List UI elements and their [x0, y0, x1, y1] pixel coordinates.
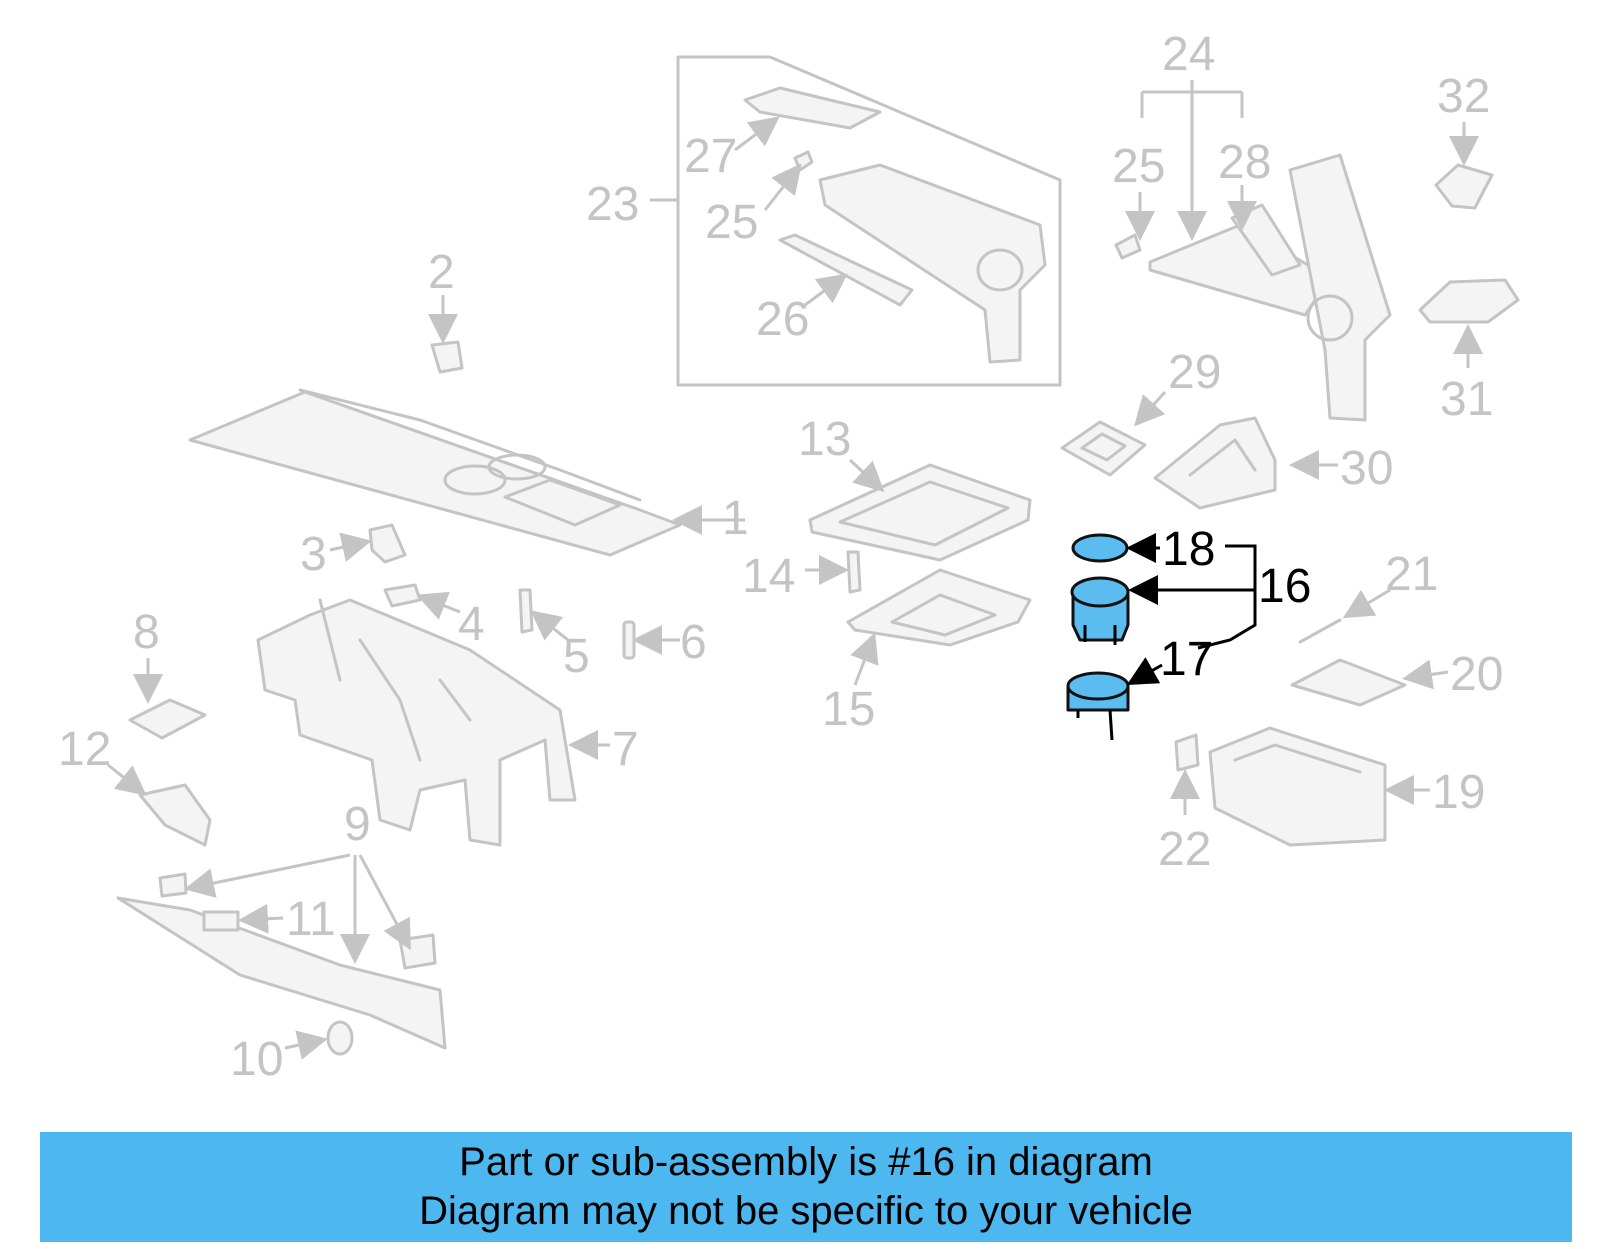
part-10-cap: [326, 1020, 354, 1056]
callout-29[interactable]: 29: [1168, 346, 1221, 399]
part-11-label: [202, 910, 240, 932]
part-4-clip: [383, 583, 422, 608]
banner-line-disclaimer: Diagram may not be specific to your vehi…: [419, 1189, 1193, 1233]
part-18-cup-holder-cover: [1071, 533, 1129, 563]
info-banner: Part or sub-assembly is #16 in diagram D…: [40, 1132, 1572, 1242]
part-9-side-panel: [116, 872, 447, 1050]
callout-6[interactable]: 6: [680, 616, 707, 669]
part-6-pin: [622, 620, 636, 660]
callout-11[interactable]: 11: [286, 893, 336, 946]
callout-13[interactable]: 13: [798, 413, 851, 466]
part-16-cup-holder-assembly: [1066, 533, 1130, 741]
part-2-clip: [430, 340, 464, 374]
callout-2[interactable]: 2: [428, 246, 455, 299]
callout-25a[interactable]: 25: [705, 196, 758, 249]
callout-28[interactable]: 28: [1218, 136, 1271, 189]
part-17-cup-holder-insert: [1066, 671, 1130, 741]
callout-4[interactable]: 4: [458, 598, 485, 651]
part-29-bezel: [1060, 420, 1147, 477]
part-21-strip: [1298, 618, 1342, 644]
part-13-frame: [808, 463, 1032, 562]
part-23-armrest-group: [676, 55, 1062, 387]
callout-3[interactable]: 3: [300, 528, 327, 581]
part-16-cup-holder-body: [1070, 576, 1130, 645]
part-30-shift-housing: [1153, 416, 1277, 510]
part-31-bracket: [1418, 278, 1520, 324]
part-32-clip: [1434, 163, 1494, 210]
part-19-storage-bin: [1208, 726, 1387, 847]
callout-16[interactable]: 16: [1258, 560, 1311, 613]
callout-14[interactable]: 14: [742, 550, 795, 603]
callout-15[interactable]: 15: [822, 683, 875, 736]
part-14-pin: [846, 550, 862, 594]
callout-9[interactable]: 9: [344, 798, 371, 851]
callout-7[interactable]: 7: [612, 723, 639, 776]
callout-26[interactable]: 26: [756, 293, 809, 346]
part-12-bracket: [138, 783, 212, 847]
callout-12[interactable]: 12: [58, 723, 111, 776]
part-15-bezel: [846, 568, 1032, 647]
callout-18[interactable]: 18: [1162, 523, 1215, 576]
part-20-mat: [1290, 658, 1407, 707]
part-5-pin: [518, 588, 534, 634]
callout-5[interactable]: 5: [563, 630, 590, 683]
part-8-switch: [128, 698, 207, 740]
callout-32[interactable]: 32: [1437, 70, 1490, 123]
callout-19[interactable]: 19: [1432, 766, 1485, 819]
part-24-armrest: [1114, 153, 1392, 422]
callout-17[interactable]: 17: [1160, 633, 1213, 686]
callout-1[interactable]: 1: [722, 492, 749, 545]
callout-8[interactable]: 8: [133, 606, 160, 659]
callout-23[interactable]: 23: [586, 178, 639, 231]
callout-24[interactable]: 24: [1162, 28, 1215, 81]
part-1-console-trim: [188, 388, 682, 557]
parts-diagram: 1 2 3 4 5 6 7 8 9: [58, 28, 1520, 1086]
callout-20[interactable]: 20: [1450, 648, 1503, 701]
callout-27[interactable]: 27: [684, 130, 737, 183]
part-22-clip: [1174, 733, 1200, 772]
callout-10[interactable]: 10: [230, 1033, 283, 1086]
callout-25b[interactable]: 25: [1112, 140, 1165, 193]
callout-30[interactable]: 30: [1340, 442, 1393, 495]
callout-21[interactable]: 21: [1385, 548, 1438, 601]
part-7-console-frame: [256, 598, 577, 847]
callout-31[interactable]: 31: [1440, 373, 1493, 426]
banner-line-part: Part or sub-assembly is #16 in diagram: [459, 1140, 1153, 1184]
part-3-bracket: [368, 523, 407, 564]
callout-22[interactable]: 22: [1158, 823, 1211, 876]
